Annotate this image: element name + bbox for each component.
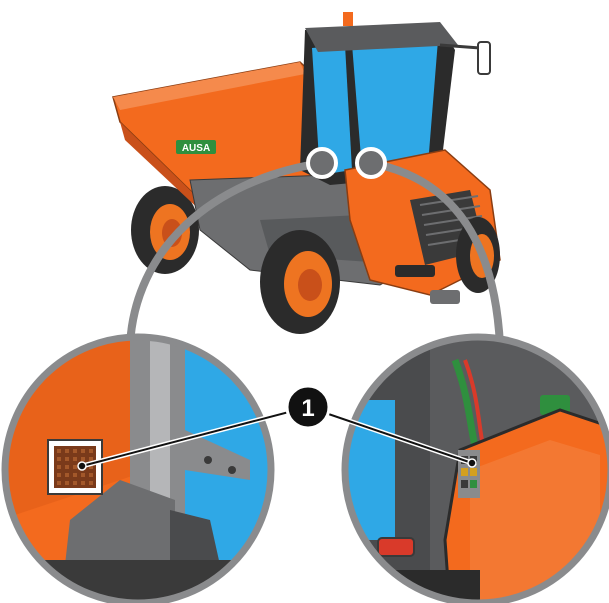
right-detail-marker <box>357 149 385 177</box>
brand-decal-text: AUSA <box>182 143 210 154</box>
front-left-wheel <box>260 230 340 334</box>
left-detail-view <box>0 330 285 603</box>
side-mirror <box>478 42 490 74</box>
left-detail-marker <box>308 149 336 177</box>
beacon-light <box>343 12 353 26</box>
callout-number: 1 <box>301 395 314 422</box>
site-dumper-illustration: AUSA <box>113 12 500 334</box>
